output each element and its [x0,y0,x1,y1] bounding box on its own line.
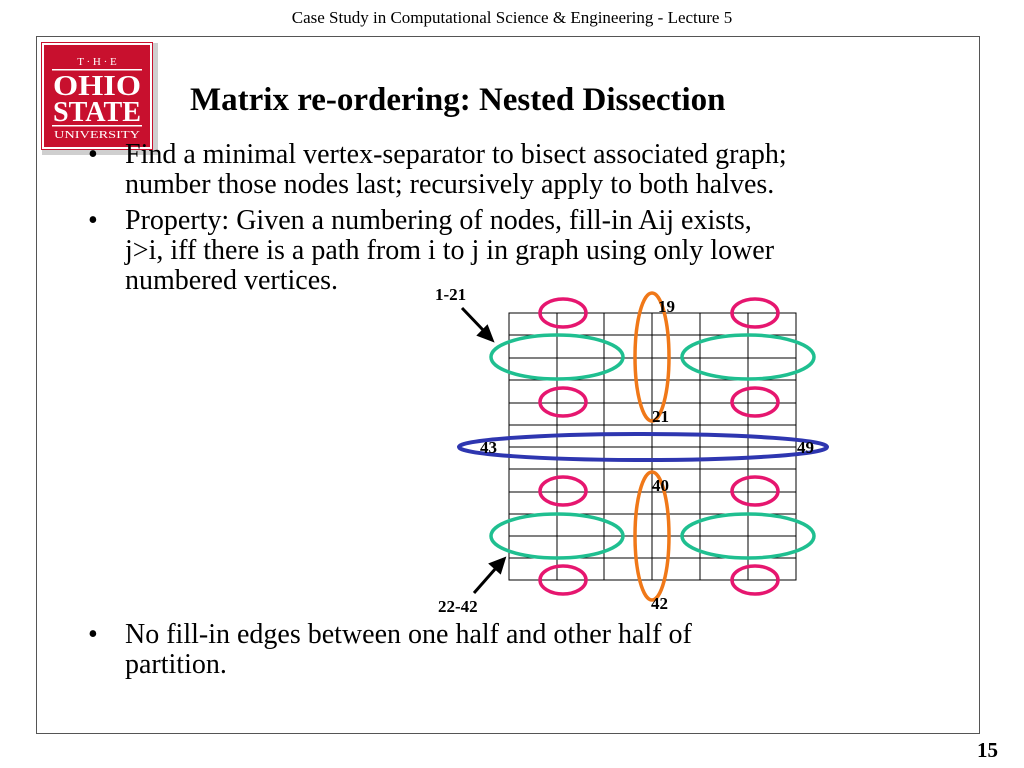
label-top-separator-end: 21 [652,407,669,426]
slide-frame [36,36,980,734]
arrow-head-icon [476,324,495,343]
pink-ellipse [730,297,780,329]
bullet-list: • Find a minimal vertex-separator to bis… [88,140,968,680]
grid [508,312,797,581]
pink-ellipse [538,297,588,329]
bullet-symbol: • [88,205,98,236]
arrow-top-left [460,306,486,333]
pink-ellipse [730,386,780,418]
teal-ellipse [680,512,816,560]
university-logo: T · H · E OHIO STATE UNIVERSITY [41,42,158,155]
logo-line-2: OHIO [53,71,141,102]
blue-separator-ellipse [457,432,829,462]
teal-ellipse [489,512,625,560]
ohio-state-logo-icon: T · H · E OHIO STATE UNIVERSITY [41,42,153,150]
label-middle-separator-end: 49 [797,438,814,457]
pink-ellipse [730,564,780,596]
bullet-item: • No fill-in edges between one half and … [88,620,692,680]
arrow-bottom-left [472,567,498,594]
page-number: 15 [977,738,998,762]
label-nodes-22-42: 22-42 [438,597,478,616]
bullet-symbol: • [88,619,98,650]
teal-separators [489,333,816,560]
bullet-text: No fill-in edges between one half and ot… [125,619,692,680]
logo-line-4: UNIVERSITY [54,130,140,141]
label-middle-separator-start: 43 [480,438,497,457]
orange-ellipse [633,470,671,602]
pink-ellipse [538,475,588,507]
orange-ellipse [633,291,671,423]
bullet-item: • Find a minimal vertex-separator to bis… [88,140,968,200]
label-bottom-separator-start: 40 [652,476,669,495]
label-nodes-1-21: 1-21 [435,285,467,304]
bullet-text: Find a minimal vertex-separator to bisec… [125,139,787,200]
arrows [460,306,507,594]
label-top-separator-start: 19 [658,297,675,316]
bullet-item: • Property: Given a numbering of nodes, … [88,206,968,296]
pink-separators [538,297,780,596]
label-bottom-separator-end: 42 [651,594,668,613]
logo-line-1: T · H · E [77,56,117,68]
teal-ellipse [489,333,625,381]
teal-ellipse [680,333,816,381]
slide-header: Case Study in Computational Science & En… [291,8,733,27]
pink-ellipse [538,386,588,418]
bullet-text: Property: Given a numbering of nodes, fi… [125,205,775,296]
bullet-symbol: • [88,139,98,170]
orange-separators [633,291,671,602]
arrow-head-icon [488,556,507,575]
logo-line-3: STATE [53,97,141,128]
pink-ellipse [730,475,780,507]
pink-ellipse [538,564,588,596]
slide-title: Matrix re-ordering: Nested Dissection [190,82,726,118]
